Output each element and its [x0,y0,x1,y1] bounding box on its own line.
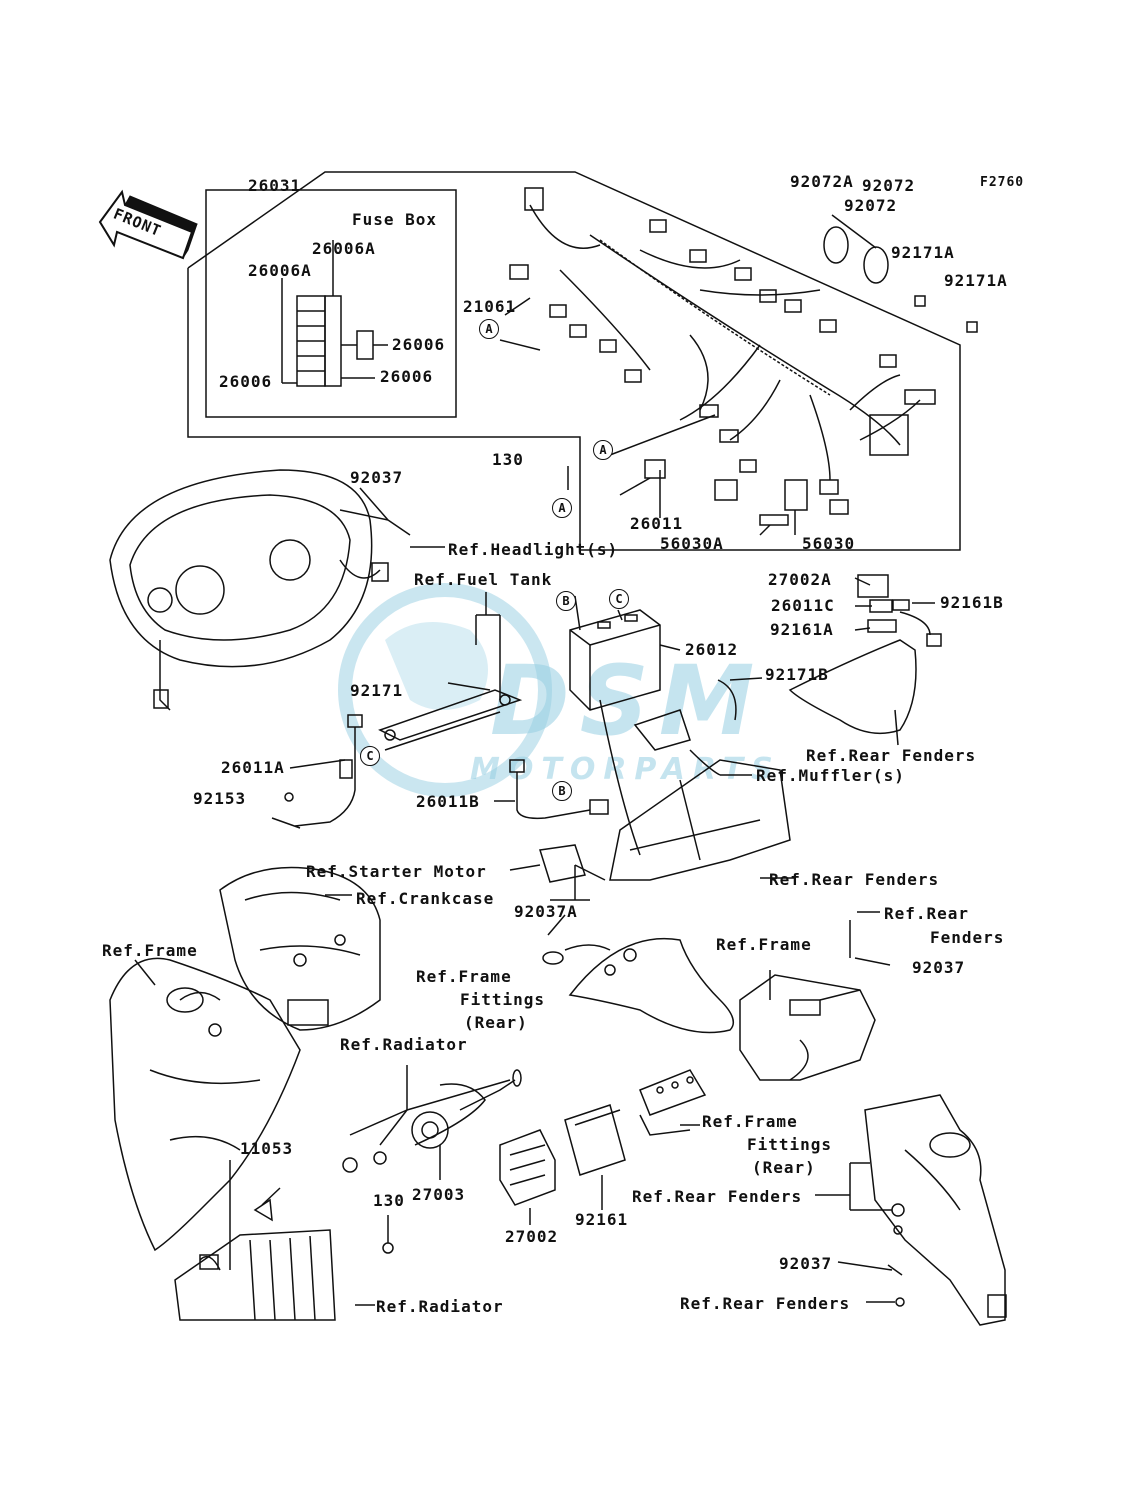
ref-frame-fittings-1-line2: Fittings [460,990,546,1009]
ref-fuel-tank: Ref.Fuel Tank [414,570,553,589]
part-label-26011: 26011 [630,514,684,533]
part-label-92037-right: 92037 [912,958,966,977]
ref-rear-right-line1: Ref.Rear [884,904,970,923]
part-label-92171B: 92171B [765,665,829,684]
ref-frame-fittings-2-line3: (Rear) [752,1158,816,1177]
ref-muffler: Ref.Muffler(s) [756,766,905,785]
part-label-26011B: 26011B [416,792,480,811]
front-arrow-icon [98,189,198,260]
part-label-26011A: 26011A [221,758,285,777]
ref-rear-fenders-upper: Ref.Rear Fenders [806,746,977,765]
callout-a-2: A [593,440,613,460]
part-label-92161A: 92161A [770,620,834,639]
part-label-92153: 92153 [193,789,247,808]
part-label-92072: 92072 [844,196,898,215]
part-label-92171A-top: 92171A [891,243,955,262]
part-label-26006-bottom-right: 26006 [380,367,434,386]
watermark-sub: MOTORPARTS [470,752,781,787]
part-label-92037-top: 92037 [350,468,404,487]
part-label-21061: 21061 [463,297,517,316]
part-label-27002: 27002 [505,1227,559,1246]
part-label-92161B: 92161B [940,593,1004,612]
ref-frame-fittings-1-line1: Ref.Frame [416,967,512,986]
part-label-11053: 11053 [240,1139,294,1158]
ref-rear-fenders-middle: Ref.Rear Fenders [769,870,940,889]
part-label-27003: 27003 [412,1185,466,1204]
ref-frame-fittings-1-line3: (Rear) [464,1013,528,1032]
part-label-26031: 26031 [248,176,302,195]
ref-radiator-bottom: Ref.Radiator [376,1297,504,1316]
ref-frame-right: Ref.Frame [716,935,812,954]
ref-starter-motor: Ref.Starter Motor [306,862,487,881]
part-label-26006-left: 26006 [219,372,273,391]
ref-headlight: Ref.Headlight(s) [448,540,619,559]
ref-frame-fittings-2-line2: Fittings [747,1135,833,1154]
part-label-56030A: 56030A [660,534,724,553]
diagram-code: F2760 [980,175,1025,190]
ref-frame-left: Ref.Frame [102,941,198,960]
part-label-130-bottom: 130 [373,1191,405,1210]
callout-b-1: B [556,591,576,611]
part-label-92171: 92171 [350,681,404,700]
ref-rear-fenders-bottom: Ref.Rear Fenders [680,1294,851,1313]
part-label-92161: 92161 [575,1210,629,1229]
ref-frame-fittings-2-line1: Ref.Frame [702,1112,798,1131]
part-label-92072A: 92072A [790,172,854,191]
part-label-130-top: 130 [492,450,524,469]
callout-a-3: A [552,498,572,518]
part-label-27002A: 27002A [768,570,832,589]
callout-a-1: A [479,319,499,339]
ref-crankcase: Ref.Crankcase [356,889,495,908]
part-label-92037A: 92037A [514,902,578,921]
part-label-26006A-top: 26006A [312,239,376,258]
ref-radiator-top: Ref.Radiator [340,1035,468,1054]
part-label-26011C: 26011C [771,596,835,615]
part-label-92072-top: 92072 [862,176,916,195]
ref-rear-fenders-lower: Ref.Rear Fenders [632,1187,803,1206]
callout-c-1: C [609,589,629,609]
fuse-box-title: Fuse Box [352,210,438,229]
callout-c-2: C [360,746,380,766]
part-label-56030: 56030 [802,534,856,553]
part-label-26006A-left: 26006A [248,261,312,280]
part-label-92037-bottom: 92037 [779,1254,833,1273]
part-label-26006-right: 26006 [392,335,446,354]
part-label-26012: 26012 [685,640,739,659]
callout-b-2: B [552,781,572,801]
part-label-92171A: 92171A [944,271,1008,290]
ref-rear-right-line2: Fenders [930,928,1005,947]
